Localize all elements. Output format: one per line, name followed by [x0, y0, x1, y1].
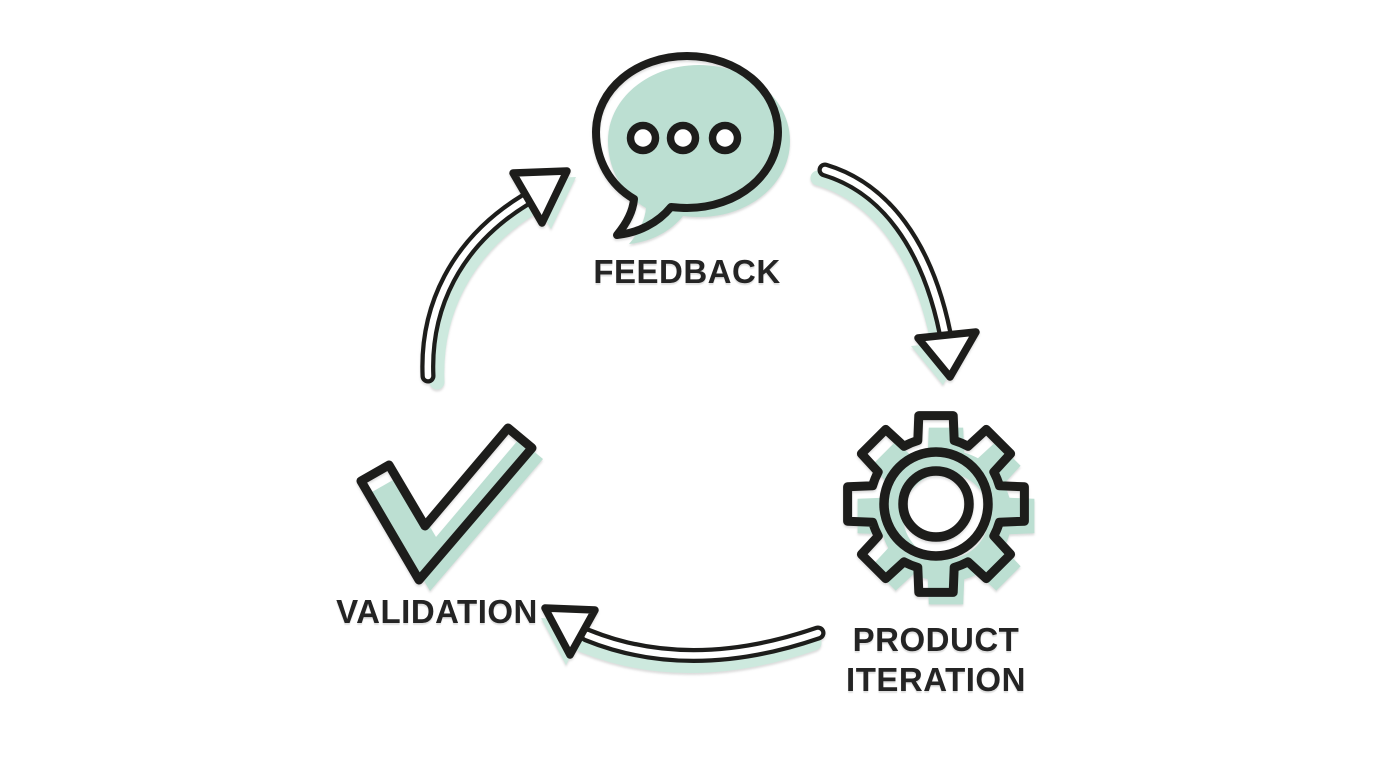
arrow-shaft-inner	[821, 166, 949, 337]
speech-dot-3	[708, 121, 742, 155]
arrow-head	[914, 328, 980, 381]
gear-outline	[843, 411, 1029, 597]
arrow-feedback-to-product-icon	[810, 162, 980, 385]
gear-ring-outer	[879, 447, 993, 561]
speech-dot-2	[666, 121, 700, 155]
arrow-shaft-inner	[424, 196, 529, 380]
node-label-product-iteration: PRODUCT ITERATION	[846, 620, 1026, 700]
checkmark-icon	[356, 423, 543, 591]
speech-bubble-icon	[592, 52, 790, 244]
node-label-validation: VALIDATION	[336, 593, 538, 630]
speech-bubble-shadow	[608, 65, 790, 244]
arrow-shaft-inner	[583, 629, 822, 659]
node-label-product-line1: PRODUCT	[852, 621, 1020, 658]
checkmark-shadow	[372, 439, 543, 591]
speech-bubble-outline	[592, 52, 782, 239]
speech-dot-1	[626, 121, 660, 155]
node-label-product-line2: ITERATION	[846, 661, 1026, 698]
arrow-head	[541, 604, 599, 659]
arrow-validation-to-feedback-icon	[420, 167, 576, 390]
arrow-product-to-validation-icon	[541, 604, 826, 673]
gear-icon	[843, 411, 1035, 605]
gear-ring-inner	[898, 466, 974, 542]
arrow-head	[509, 167, 571, 227]
checkmark-outline	[356, 423, 537, 585]
node-label-feedback: FEEDBACK	[593, 253, 781, 290]
